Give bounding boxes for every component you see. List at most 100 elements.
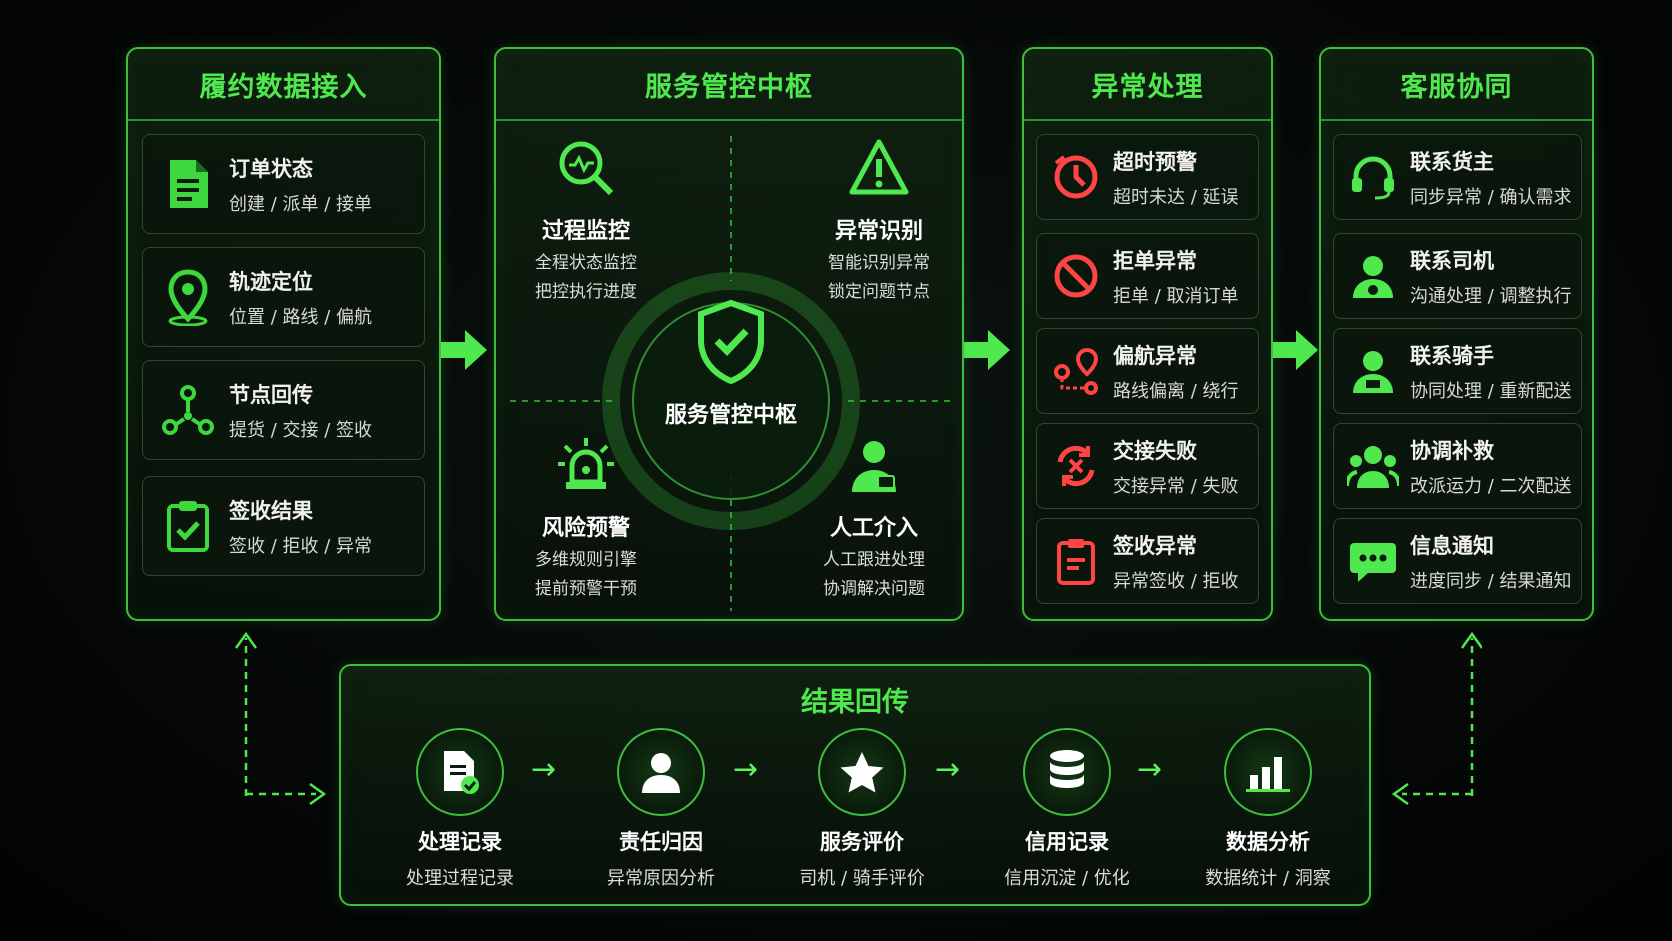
feedback-step-attribution[interactable]: 责任归因 异常原因分析 bbox=[576, 728, 746, 890]
flow-arrow-3 bbox=[1272, 330, 1318, 370]
service-card-notify[interactable]: 信息通知进度同步 / 结果通知 bbox=[1333, 518, 1582, 604]
ban-icon bbox=[1047, 247, 1105, 305]
exception-card-rejected[interactable]: 拒单异常拒单 / 取消订单 bbox=[1036, 233, 1259, 319]
card-sub: 提货 / 交接 / 签收 bbox=[229, 419, 373, 441]
intake-card-order-status[interactable]: 订单状态创建 / 派单 / 接单 bbox=[142, 134, 425, 234]
chat-bubble-icon bbox=[1344, 532, 1402, 590]
node-graph-icon bbox=[159, 381, 217, 439]
card-title: 节点回传 bbox=[229, 382, 313, 407]
intake-title: 履约数据接入 bbox=[128, 49, 439, 121]
step-arrow: → bbox=[733, 752, 759, 787]
exception-card-handover[interactable]: 交接失败交接异常 / 失败 bbox=[1036, 423, 1259, 509]
document-icon bbox=[159, 155, 217, 213]
intake-card-node-report[interactable]: 节点回传提货 / 交接 / 签收 bbox=[142, 360, 425, 460]
service-title: 客服协同 bbox=[1321, 49, 1592, 121]
flow-arrow-1 bbox=[441, 330, 487, 370]
card-title: 交接失败 bbox=[1113, 438, 1197, 463]
step-title: 服务评价 bbox=[820, 830, 904, 854]
card-title: 联系骑手 bbox=[1410, 343, 1494, 368]
hub-crosshair bbox=[510, 136, 951, 611]
feedback-step-analytics[interactable]: 数据分析 数据统计 / 洞察 bbox=[1183, 728, 1353, 890]
exception-card-timeout[interactable]: 超时预警超时未达 / 延误 bbox=[1036, 134, 1259, 220]
step-sub: 异常原因分析 bbox=[607, 868, 715, 889]
step-arrow: → bbox=[935, 752, 961, 787]
feedback-panel: 结果回传 处理记录 处理过程记录 → 责任归因 异常原因分析 → 服务评价 司机… bbox=[339, 664, 1371, 906]
exception-card-deviation[interactable]: 偏航异常路线偏离 / 绕行 bbox=[1036, 328, 1259, 414]
card-sub: 协同处理 / 重新配送 bbox=[1410, 380, 1572, 402]
hub-item-line2: 提前预警干预 bbox=[535, 579, 637, 599]
card-sub: 进度同步 / 结果通知 bbox=[1410, 570, 1572, 592]
hub-item-risk-alert[interactable]: 风险预警 多维规则引擎 提前预警干预 bbox=[491, 434, 681, 604]
hub-item-line1: 多维规则引擎 bbox=[535, 550, 637, 570]
card-sub: 位置 / 路线 / 偏航 bbox=[229, 306, 373, 328]
feedback-step-credit[interactable]: 信用记录 信用沉淀 / 优化 bbox=[982, 728, 1152, 890]
hub-item-title: 风险预警 bbox=[541, 516, 630, 541]
card-sub: 路线偏离 / 绕行 bbox=[1113, 380, 1239, 402]
record-doc-icon bbox=[416, 728, 504, 816]
card-title: 联系司机 bbox=[1410, 248, 1494, 273]
feedback-title: 结果回传 bbox=[801, 687, 909, 718]
feedback-step-rating[interactable]: 服务评价 司机 / 骑手评价 bbox=[777, 728, 947, 890]
step-title: 处理记录 bbox=[418, 830, 502, 854]
card-sub: 异常签收 / 拒收 bbox=[1113, 570, 1239, 592]
card-sub: 拒单 / 取消订单 bbox=[1113, 285, 1239, 307]
hub-item-line1: 智能识别异常 bbox=[828, 253, 930, 273]
exception-card-signoff[interactable]: 签收异常异常签收 / 拒收 bbox=[1036, 518, 1259, 604]
step-title: 信用记录 bbox=[1025, 830, 1109, 854]
feedback-loop-right bbox=[1391, 631, 1482, 806]
card-title: 签收结果 bbox=[229, 498, 313, 523]
card-sub: 同步异常 / 确认需求 bbox=[1410, 186, 1572, 208]
hub-item-line1: 人工跟进处理 bbox=[823, 550, 925, 570]
hub-item-line2: 把控执行进度 bbox=[535, 282, 637, 302]
intake-panel: 履约数据接入 订单状态创建 / 派单 / 接单 轨迹定位位置 / 路线 / 偏航… bbox=[126, 47, 441, 621]
step-title: 数据分析 bbox=[1226, 830, 1310, 854]
route-deviation-icon bbox=[1047, 342, 1105, 400]
hub-title: 服务管控中枢 bbox=[496, 49, 962, 121]
clipboard-alert-icon bbox=[1047, 532, 1105, 590]
hub-center-label: 服务管控中枢 bbox=[664, 403, 797, 428]
feedback-loop-left bbox=[234, 631, 327, 806]
card-sub: 超时未达 / 延误 bbox=[1113, 186, 1239, 208]
clipboard-check-icon bbox=[159, 497, 217, 555]
step-sub: 处理过程记录 bbox=[406, 868, 514, 889]
star-icon bbox=[818, 728, 906, 816]
person-icon bbox=[617, 728, 705, 816]
handover-fail-icon bbox=[1047, 437, 1105, 495]
card-title: 联系货主 bbox=[1410, 149, 1494, 174]
card-title: 轨迹定位 bbox=[229, 269, 313, 294]
hub-panel: 服务管控中枢 服务管控中枢 过程监控 全程状态监控 把控执行进度 异常识别 智能… bbox=[494, 47, 964, 621]
hub-item-monitoring[interactable]: 过程监控 全程状态监控 把控执行进度 bbox=[491, 137, 681, 307]
hub-item-line2: 锁定问题节点 bbox=[828, 282, 930, 302]
step-title: 责任归因 bbox=[619, 830, 703, 854]
rider-icon bbox=[1344, 342, 1402, 400]
intake-card-tracking[interactable]: 轨迹定位位置 / 路线 / 偏航 bbox=[142, 247, 425, 347]
feedback-step-record[interactable]: 处理记录 处理过程记录 bbox=[375, 728, 545, 890]
service-card-rider[interactable]: 联系骑手协同处理 / 重新配送 bbox=[1333, 328, 1582, 414]
team-icon bbox=[1344, 437, 1402, 495]
card-title: 协调补救 bbox=[1410, 438, 1494, 463]
step-sub: 数据统计 / 洞察 bbox=[1205, 868, 1331, 889]
headset-icon bbox=[1344, 148, 1402, 206]
exceptions-panel: 异常处理 超时预警超时未达 / 延误 拒单异常拒单 / 取消订单 偏航异常路线偏… bbox=[1022, 47, 1273, 621]
service-card-driver[interactable]: 联系司机沟通处理 / 调整执行 bbox=[1333, 233, 1582, 319]
card-title: 签收异常 bbox=[1113, 533, 1197, 558]
step-sub: 司机 / 骑手评价 bbox=[799, 868, 925, 889]
hub-item-line2: 协调解决问题 bbox=[823, 579, 925, 599]
hub-item-line1: 全程状态监控 bbox=[535, 253, 637, 273]
bar-chart-icon bbox=[1224, 728, 1312, 816]
step-arrow: → bbox=[531, 752, 557, 787]
service-card-shipper[interactable]: 联系货主同步异常 / 确认需求 bbox=[1333, 134, 1582, 220]
database-icon bbox=[1023, 728, 1111, 816]
location-pin-icon bbox=[159, 268, 217, 326]
hub-item-manual[interactable]: 人工介入 人工跟进处理 协调解决问题 bbox=[779, 434, 969, 604]
card-sub: 交接异常 / 失败 bbox=[1113, 475, 1239, 497]
warning-triangle-icon bbox=[849, 139, 909, 195]
intake-card-signoff[interactable]: 签收结果签收 / 拒收 / 异常 bbox=[142, 476, 425, 576]
service-card-remedy[interactable]: 协调补救改派运力 / 二次配送 bbox=[1333, 423, 1582, 509]
hub-item-title: 过程监控 bbox=[541, 219, 630, 244]
card-sub: 签收 / 拒收 / 异常 bbox=[229, 535, 373, 557]
service-panel: 客服协同 联系货主同步异常 / 确认需求 联系司机沟通处理 / 调整执行 联系骑… bbox=[1319, 47, 1594, 621]
card-sub: 改派运力 / 二次配送 bbox=[1410, 475, 1572, 497]
card-title: 信息通知 bbox=[1410, 533, 1494, 558]
hub-item-detection[interactable]: 异常识别 智能识别异常 锁定问题节点 bbox=[784, 137, 974, 307]
